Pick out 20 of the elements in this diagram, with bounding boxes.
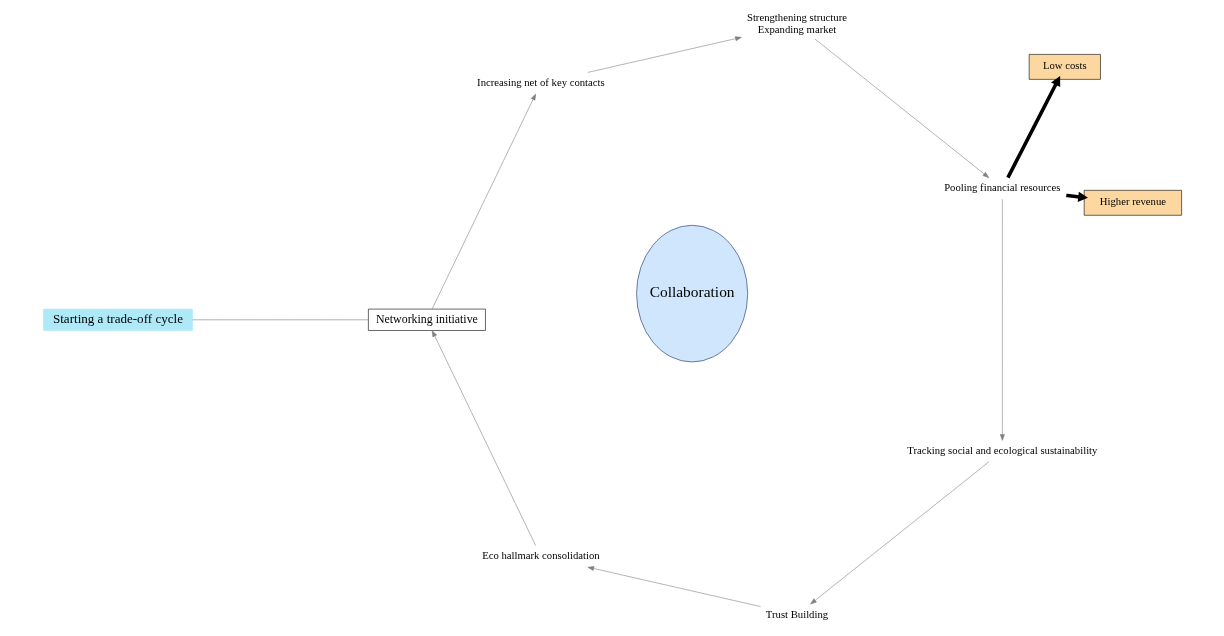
arrow: [999, 198, 1005, 441]
node-text: Strengthening structure Expanding market: [746, 11, 847, 36]
node-box: Low costs: [1028, 54, 1101, 80]
node-text: Tracking social and ecological sustainability: [906, 443, 1097, 456]
arrow: [431, 330, 536, 546]
connector: [191, 319, 368, 321]
arrow: [431, 93, 536, 310]
node-text: Pooling financial resources: [943, 181, 1061, 194]
arrow: [587, 566, 761, 607]
arrow: [1005, 76, 1060, 179]
node-text: Trust Building: [765, 607, 828, 620]
node-text: Increasing net of key contacts: [476, 75, 605, 88]
arrow: [587, 36, 742, 73]
node-text: Eco hallmark consolidation: [481, 549, 600, 562]
arrow: [814, 38, 989, 178]
node-box: Starting a trade-off cycle: [42, 308, 193, 331]
node-ellipse: Collaboration: [635, 225, 748, 363]
node-box: Higher revenue: [1083, 190, 1182, 216]
arrow: [809, 461, 989, 605]
node-box: Networking initiative: [367, 308, 486, 331]
